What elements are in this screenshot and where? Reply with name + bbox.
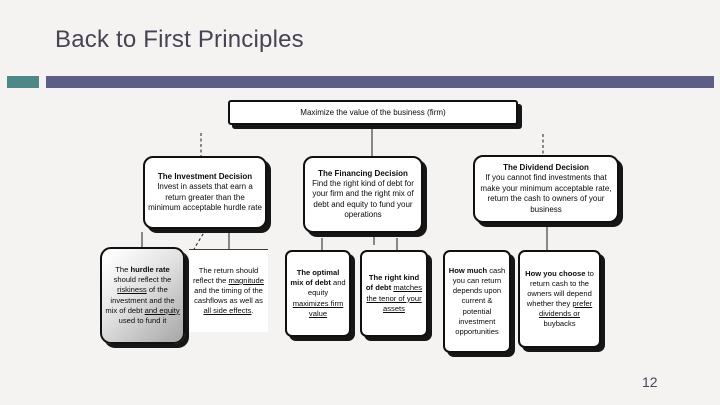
- flowchart-box-text: The return should reflect the magnitude …: [193, 265, 264, 316]
- flowchart-box-return: The return should reflect the magnitude …: [189, 249, 268, 332]
- flowchart-box-optimal-mix: The optimal mix of debt and equity maxim…: [285, 250, 351, 337]
- flowchart-box-right-kind-debt: The right kind of debt matches the tenor…: [360, 250, 428, 337]
- slide-title: Back to First Principles: [55, 26, 304, 53]
- flowchart-box-text: How much cash you can return depends upo…: [448, 266, 506, 336]
- flowchart-box-maximize-value: Maximize the value of the business (firm…: [228, 100, 518, 125]
- page-number: 12: [642, 374, 658, 390]
- connector-investment-diagonal: [193, 228, 207, 250]
- accent-bar-purple: [46, 76, 714, 88]
- flowchart-box-text: Maximize the value of the business (firm…: [300, 107, 446, 117]
- flowchart-box-hurdle-rate: The hurdle rate should reflect the riski…: [100, 247, 185, 344]
- flowchart-box-text: How you choose to return cash to the own…: [525, 268, 594, 329]
- flowchart-box-how-you-choose: How you choose to return cash to the own…: [518, 250, 601, 348]
- flowchart-box-text: The hurdle rate should reflect the riski…: [105, 265, 180, 325]
- accent-bar-teal: [7, 76, 39, 88]
- flowchart-box-text: The right kind of debt matches the tenor…: [365, 273, 423, 313]
- flowchart-box-text: The optimal mix of debt and equity maxim…: [290, 268, 346, 318]
- flowchart-box-how-much-cash: How much cash you can return depends upo…: [443, 250, 511, 353]
